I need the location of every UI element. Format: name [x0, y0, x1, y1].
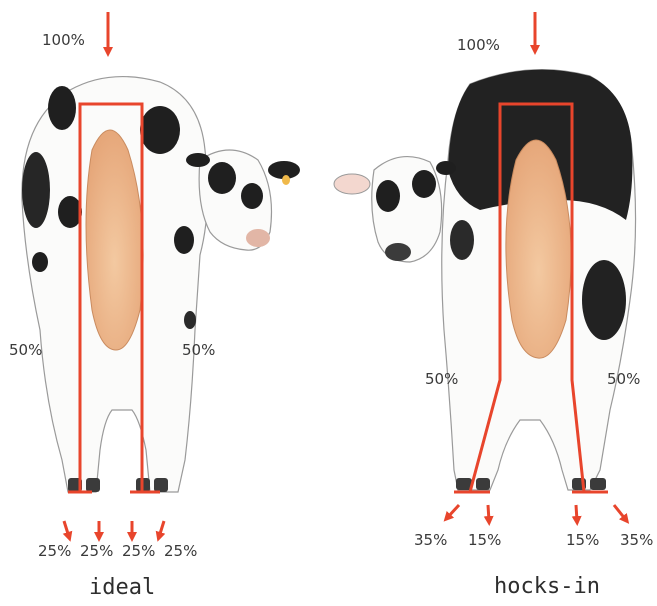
ideal-hoof-4 [154, 478, 168, 492]
ideal-ear-left [186, 153, 210, 167]
hocks-in-caption: hocks-in [494, 576, 600, 598]
hocks-in-hoof-percent-3: 15% [566, 533, 599, 548]
ideal-spot-5 [32, 252, 48, 272]
hocks-in-hoof-percent-2: 15% [468, 533, 501, 548]
ideal-spot-4 [58, 196, 82, 228]
ideal-hoof-percent-1: 25% [38, 544, 71, 559]
ideal-caption: ideal [89, 577, 155, 599]
ideal-spot-7 [184, 311, 196, 329]
ideal-spot-3 [22, 152, 50, 228]
hocks-in-cow-illustration [334, 70, 636, 490]
ideal-hoof-2 [86, 478, 100, 492]
ideal-muzzle [246, 229, 270, 247]
ideal-spot-1 [48, 86, 76, 130]
ideal-ear-tag [282, 175, 290, 185]
hocks-in-hoof-arrow-2 [488, 505, 489, 521]
hocks-in-spot-1 [582, 260, 626, 340]
ideal-left-percent: 50% [9, 343, 42, 358]
hocks-in-head-patch-2 [412, 170, 436, 198]
ideal-hoof-percent-4: 25% [164, 544, 197, 559]
hocks-in-hoof-percent-4: 35% [620, 533, 653, 548]
ideal-head-patch-1 [208, 162, 236, 194]
hocks-in-hoof-arrow-4 [614, 505, 626, 520]
hocks-in-hoof-2 [476, 478, 490, 490]
hocks-in-left-percent: 50% [425, 372, 458, 387]
ideal-spot-2 [140, 106, 180, 154]
hocks-in-spot-2 [450, 220, 474, 260]
hocks-in-head-patch-1 [376, 180, 400, 212]
ideal-hoof-arrow-4 [159, 521, 164, 537]
ideal-right-percent: 50% [182, 343, 215, 358]
ideal-top-percent: 100% [42, 33, 85, 48]
ideal-spot-6 [174, 226, 194, 254]
hocks-in-right-percent: 50% [607, 372, 640, 387]
hocks-in-hoof-arrow-3 [576, 505, 577, 521]
hocks-in-muzzle [385, 243, 411, 261]
ideal-hoof-percent-3: 25% [122, 544, 155, 559]
ideal-head-patch-2 [241, 183, 263, 209]
ideal-hoof-percent-2: 25% [80, 544, 113, 559]
ideal-cow-illustration [22, 77, 300, 492]
ideal-hoof-arrow-1 [64, 521, 69, 537]
hocks-in-hoof-arrow-1 [447, 505, 459, 518]
hocks-in-ear-right [436, 161, 456, 175]
hocks-in-hoof-4 [590, 478, 606, 490]
hocks-in-hoof-percent-1: 35% [414, 533, 447, 548]
hocks-in-ear-left [334, 174, 370, 194]
hocks-in-top-percent: 100% [457, 38, 500, 53]
